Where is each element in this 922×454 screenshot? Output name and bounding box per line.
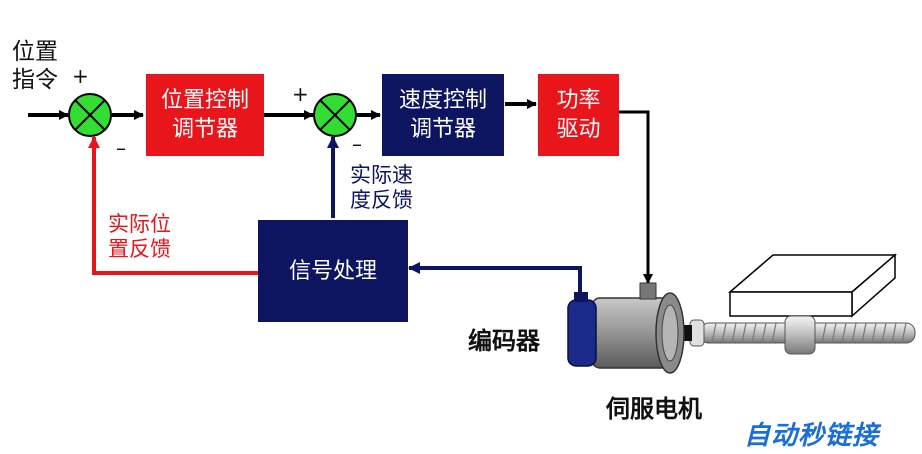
speed-controller-block: 速度控制调节器 <box>382 74 504 156</box>
summing-junction-1 <box>68 93 112 137</box>
power-drive-block: 功率驱动 <box>538 74 619 156</box>
ball-screw-shaft <box>676 315 916 355</box>
signal-processing-block: 信号处理 <box>258 220 408 322</box>
position-command-label: 位置 指令 <box>12 39 58 93</box>
summing-junction-2 <box>313 93 357 137</box>
power-drive-to-motor <box>619 110 653 284</box>
position-feedback-line <box>88 136 258 275</box>
junction2-plus-sign: + <box>292 82 309 106</box>
encoder-device <box>567 292 597 367</box>
junction2-minus-sign: – <box>352 132 362 156</box>
speed-feedback-label: 实际速 度反馈 <box>350 163 413 212</box>
position-feedback-label: 实际位 置反馈 <box>108 212 171 261</box>
encoder-to-signal-processing <box>408 262 582 300</box>
encoder-label: 编码器 <box>468 327 540 355</box>
linear-stage-table <box>727 253 898 318</box>
watermark-logo: 自动秒链接 <box>744 421 880 451</box>
position-controller-block: 位置控制调节器 <box>146 74 264 156</box>
junction1-minus-sign: – <box>116 136 126 160</box>
servo-motor-label: 伺服电机 <box>606 395 702 423</box>
junction1-plus-sign: + <box>72 64 89 88</box>
servo-motor <box>591 282 685 374</box>
